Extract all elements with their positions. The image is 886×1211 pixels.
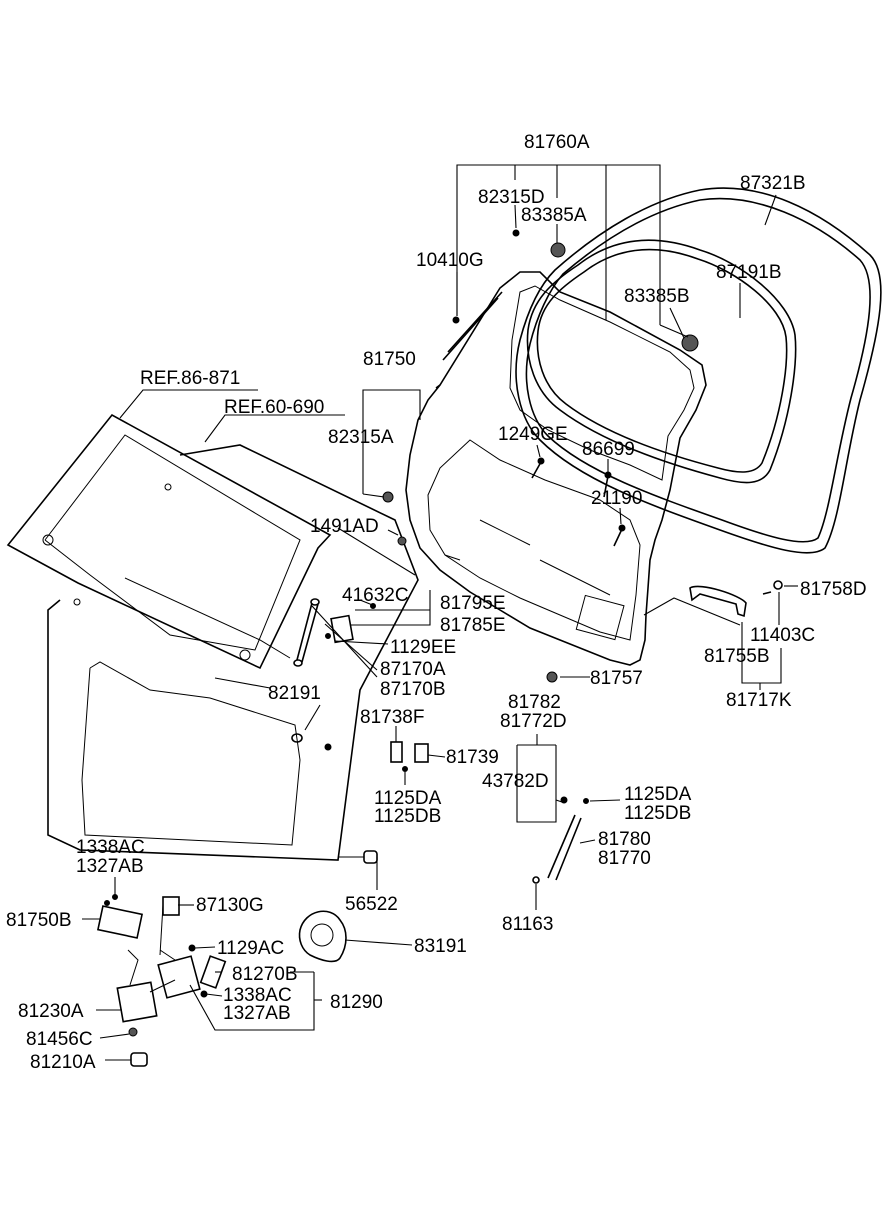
label-81785E: 81785E [440, 615, 506, 636]
label-1125DB-left: 1125DB [374, 806, 441, 827]
clip-82315A [382, 491, 394, 503]
screw-10410G [452, 316, 460, 324]
clip-1491AD [397, 536, 407, 546]
label-82315A: 82315A [328, 427, 394, 448]
clip-81757 [546, 671, 558, 683]
gas-strut-right [532, 796, 589, 884]
grip-handle [689, 585, 747, 618]
bracket-81738F [390, 741, 403, 763]
label-1125DA-right: 1125DA [624, 784, 692, 805]
label-81770: 81770 [598, 848, 651, 869]
bolt-1249GE [531, 457, 545, 479]
label-1129AC: 1129AC [217, 938, 284, 959]
label-87321B: 87321B [740, 173, 806, 194]
label-56522: 56522 [345, 894, 398, 915]
label-81795E: 81795E [440, 593, 506, 614]
label-10410G: 10410G [416, 250, 484, 271]
label-81270B: 81270B [232, 964, 298, 985]
label-1327AB-bottom: 1327AB [223, 1003, 291, 1024]
label-21190: 21190 [591, 488, 642, 509]
label-87130G: 87130G [196, 895, 264, 916]
label-81772D: 81772D [500, 711, 567, 732]
label-81758D: 81758D [800, 579, 867, 600]
label-1125DB-right: 1125DB [624, 803, 691, 824]
label-83191: 83191 [414, 936, 467, 957]
label-1338AC-top: 1338AC [76, 837, 145, 858]
leader-lines [82, 164, 798, 1061]
trim-strip [442, 291, 503, 361]
label-87191B: 87191B [716, 262, 782, 283]
striker-81456C [128, 1027, 138, 1037]
label-81755B: 81755B [704, 646, 770, 667]
label-81780: 81780 [598, 829, 651, 850]
label-1327AB-top: 1327AB [76, 856, 144, 877]
label-ref-60-690: REF.60-690 [224, 397, 324, 418]
clip-82315D [512, 229, 520, 237]
label-83385B: 83385B [624, 286, 690, 307]
bracket-81795E [325, 603, 376, 644]
latch-81230A [116, 949, 176, 1023]
label-81750B: 81750B [6, 910, 72, 931]
label-81717K: 81717K [726, 690, 792, 711]
label-83385A: 83385A [521, 205, 587, 226]
label-81290: 81290 [330, 992, 383, 1013]
label-82191: 82191 [268, 683, 321, 704]
label-11403C: 11403C [750, 625, 815, 646]
label-1129EE: 1129EE [390, 637, 456, 658]
gas-strut-left [293, 598, 320, 667]
label-81750: 81750 [363, 349, 416, 370]
screw-11403C [762, 591, 772, 595]
switch-87130G [159, 896, 180, 956]
label-1338AC-bottom: 1338AC [223, 985, 292, 1006]
label-1125DA-left: 1125DA [374, 788, 442, 809]
label-87170A: 87170A [380, 659, 446, 680]
handle-81750B [96, 894, 144, 939]
label-81757: 81757 [590, 668, 643, 689]
label-82315D: 82315D [478, 187, 545, 208]
label-81163: 81163 [502, 914, 553, 935]
label-41632C: 41632C [342, 585, 409, 606]
trim-panel [405, 271, 707, 666]
actuator-81290 [157, 944, 227, 999]
label-81760A: 81760A [524, 132, 590, 153]
tailgate-panel [47, 444, 419, 861]
label-86699: 86699 [582, 439, 635, 460]
striker-81210A [130, 1052, 148, 1067]
label-ref-86-871: REF.86-871 [140, 368, 240, 389]
label-43782D: 43782D [482, 771, 549, 792]
cap-81758D [773, 580, 783, 590]
tailgate-glass [6, 413, 332, 670]
label-81739: 81739 [446, 747, 499, 768]
label-81456C: 81456C [26, 1029, 93, 1050]
clip-83385A [550, 242, 566, 258]
clip-83385B [681, 334, 699, 352]
label-81782: 81782 [508, 692, 561, 713]
label-81738F: 81738F [360, 707, 424, 728]
bracket-81739 [402, 743, 429, 772]
cover-83191 [298, 910, 347, 963]
label-81230A: 81230A [18, 1001, 84, 1022]
label-81210A: 81210A [30, 1052, 96, 1073]
label-1491AD: 1491AD [310, 516, 379, 537]
weatherstrip-inner [526, 239, 797, 484]
bolt-21190 [613, 524, 626, 547]
bolt-86699 [603, 471, 612, 498]
weatherstrip-outer [515, 187, 882, 554]
label-87170B: 87170B [380, 679, 446, 700]
bumper-56522 [363, 850, 378, 864]
label-1249GE: 1249GE [498, 424, 568, 445]
